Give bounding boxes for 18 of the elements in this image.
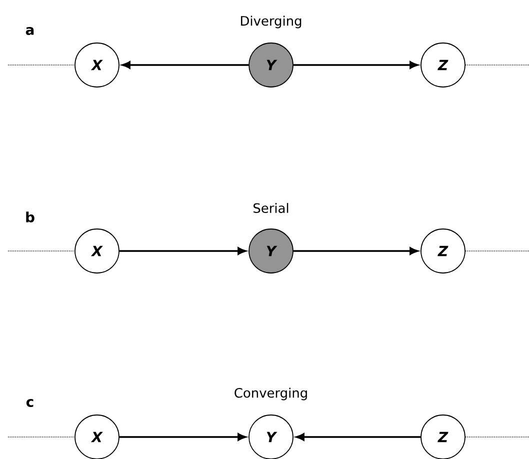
connector-line bbox=[465, 436, 529, 438]
row-heading: Converging bbox=[234, 388, 307, 400]
panel-letter: a bbox=[26, 27, 34, 35]
connector-line bbox=[465, 250, 529, 252]
arrow bbox=[119, 433, 246, 441]
arrow bbox=[293, 247, 418, 255]
connector-line bbox=[8, 250, 75, 252]
arrow bbox=[293, 61, 418, 69]
arrow bbox=[296, 433, 421, 441]
arrow bbox=[122, 61, 249, 69]
panel-letter: b bbox=[26, 212, 34, 222]
arrow bbox=[119, 247, 246, 255]
connector-line bbox=[465, 64, 529, 66]
connector-line bbox=[8, 436, 75, 438]
row-heading: Serial bbox=[254, 202, 288, 213]
connector-line bbox=[8, 64, 75, 66]
panel-letter: c bbox=[26, 399, 34, 407]
row-heading: Diverging bbox=[241, 16, 302, 28]
